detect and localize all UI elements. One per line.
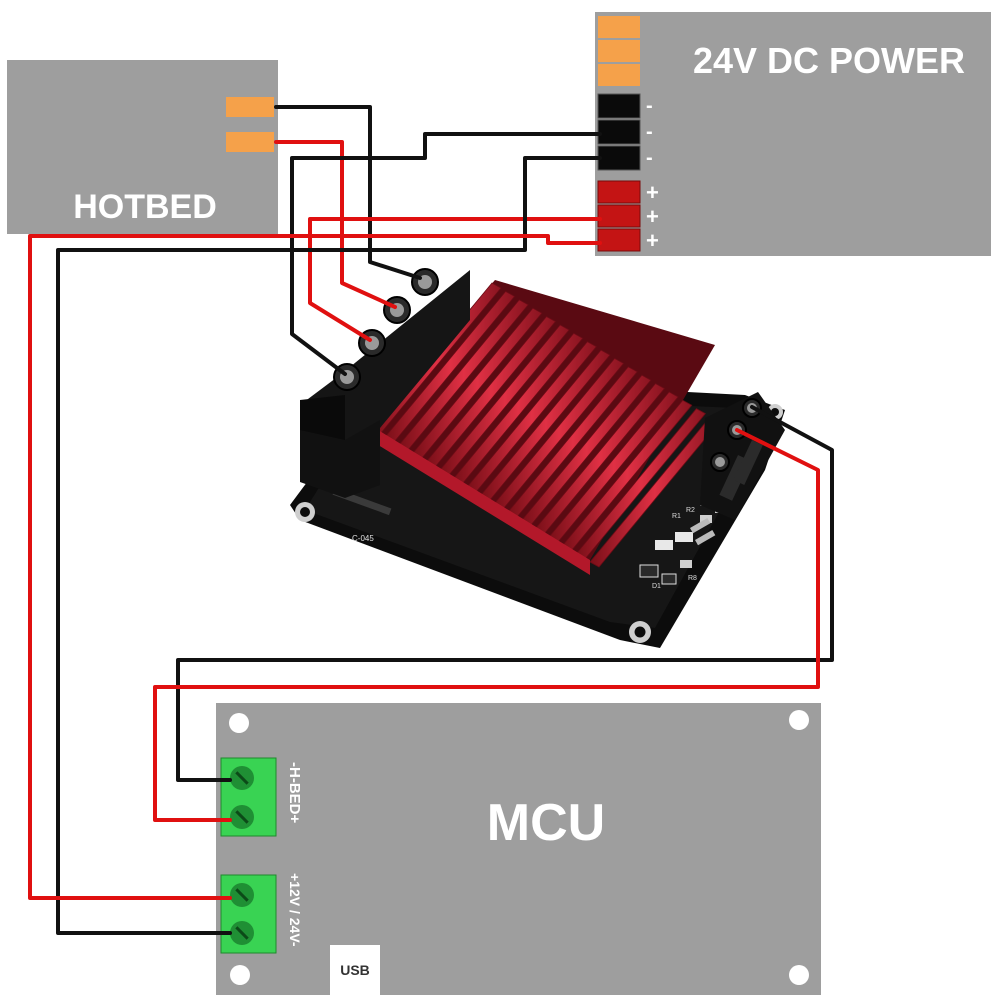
power-plus-mark-3: + bbox=[646, 228, 659, 253]
wire-hotbed-to-module-red bbox=[274, 140, 397, 309]
hotbed-box: HOTBED bbox=[7, 60, 278, 234]
hotbed-terminal-2 bbox=[226, 132, 274, 152]
power-negative-terminal-3 bbox=[597, 145, 641, 171]
mosfet-module: C-045 R1 R2 R3 R4 R8 D1 bbox=[290, 268, 785, 648]
power-negative-terminal-1 bbox=[597, 93, 641, 119]
power-minus-mark-3: - bbox=[646, 147, 653, 169]
hbed-label: -H-BED+ bbox=[286, 762, 303, 823]
mcu-mount-hole-1 bbox=[229, 713, 249, 733]
power-terminal-block bbox=[300, 268, 470, 498]
power-positive-terminal-3 bbox=[597, 228, 641, 252]
signal-terminal-block bbox=[700, 392, 785, 520]
wire-signal-black bbox=[176, 405, 834, 782]
mcu-mount-hole-4 bbox=[789, 965, 809, 985]
power-label: 24V DC POWER bbox=[693, 40, 965, 81]
mcu-mount-hole-2 bbox=[789, 710, 809, 730]
power-output-terminal-2 bbox=[598, 40, 640, 62]
wire-power-negative-to-module bbox=[290, 132, 602, 376]
resistor-label-r1: R1 bbox=[672, 513, 681, 520]
mcu-label: MCU bbox=[487, 794, 605, 852]
power-positive-terminal-1 bbox=[597, 180, 641, 204]
power-output-terminal-1 bbox=[598, 16, 640, 38]
terminal-screw-1 bbox=[411, 268, 439, 296]
wire-signal-red bbox=[153, 428, 820, 822]
wire-power-positive-to-module bbox=[308, 217, 602, 342]
signal-screw-3 bbox=[710, 452, 730, 472]
mcu-box: MCU -H-BED+ +12V / 24V- USB bbox=[216, 703, 821, 995]
hbed-terminal bbox=[220, 757, 277, 837]
wire-power-negative-to-mcu bbox=[56, 156, 602, 935]
terminal-screw-2 bbox=[383, 296, 411, 324]
usb-label: USB bbox=[340, 962, 370, 978]
power-plus-mark-1: + bbox=[646, 180, 659, 205]
diode-label: D1 bbox=[652, 583, 661, 590]
power-minus-mark-2: - bbox=[646, 121, 653, 143]
hotbed-label: HOTBED bbox=[73, 188, 217, 226]
power-positive-terminal-2 bbox=[597, 204, 641, 228]
power-supply-box: - - - + + + 24V DC POWER bbox=[595, 12, 991, 256]
module-silk-label: C-045 bbox=[352, 534, 374, 543]
power-negative-terminal-2 bbox=[597, 119, 641, 145]
resistor-label-r8: R8 bbox=[688, 575, 697, 582]
supply-terminal bbox=[220, 874, 277, 954]
usb-port: USB bbox=[330, 945, 380, 995]
resistor-label-r2: R2 bbox=[686, 507, 695, 514]
supply-label: +12V / 24V- bbox=[287, 873, 303, 947]
power-plus-mark-2: + bbox=[646, 204, 659, 229]
power-minus-mark-1: - bbox=[646, 95, 653, 117]
wire-power-positive-to-mcu bbox=[28, 234, 602, 900]
wires bbox=[28, 105, 834, 935]
hotbed-terminal-1 bbox=[226, 97, 274, 117]
wire-hotbed-to-module-black bbox=[274, 105, 422, 280]
mcu-mount-hole-3 bbox=[230, 965, 250, 985]
power-output-terminal-3 bbox=[598, 64, 640, 86]
